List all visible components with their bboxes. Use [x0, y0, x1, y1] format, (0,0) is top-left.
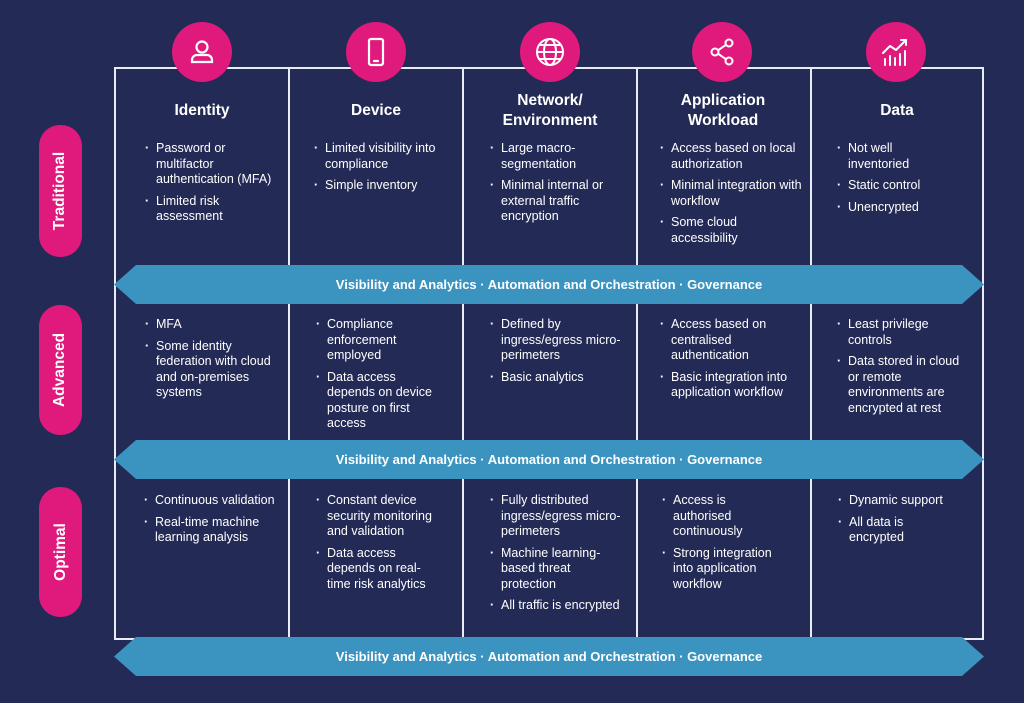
- list-item: Basic analytics: [490, 370, 626, 386]
- list-item: Data access depends on device posture on…: [316, 370, 440, 432]
- list-item: Continuous validation: [144, 493, 280, 509]
- list-item: Fully distributed ingress/egress micro-p…: [490, 493, 626, 540]
- list-item: Simple inventory: [314, 178, 454, 194]
- share-icon: [692, 22, 752, 82]
- column-title-application: Application Workload: [680, 92, 766, 129]
- list-item: Minimal integration with workflow: [660, 178, 802, 209]
- list-item: Real-time machine learning analysis: [144, 515, 280, 546]
- list-item: Large macro-segmentation: [490, 141, 626, 172]
- list-item: Access based on local authorization: [660, 141, 802, 172]
- list-item: Defined by ingress/egress micro-perimete…: [490, 317, 626, 364]
- list-item: Password or multifactor authentication (…: [145, 141, 277, 188]
- capabilities-band-3: Visibility and Analytics · Automation an…: [114, 637, 984, 676]
- column-title-identity: Identity: [174, 102, 230, 119]
- grid-vline-2: [462, 67, 464, 640]
- list-item: Compliance enforcement employed: [316, 317, 440, 364]
- row-label-traditional: Traditional: [39, 125, 82, 257]
- column-title-data: Data: [880, 102, 914, 119]
- list-item: Access based on centralised authenticati…: [660, 317, 802, 364]
- user-icon: [172, 22, 232, 82]
- list-item: Minimal internal or external traffic enc…: [490, 178, 626, 225]
- list-item: Access is authorised continuously: [662, 493, 786, 540]
- cell-optimal-application: Access is authorised continuously Strong…: [662, 493, 786, 598]
- list-item: Not well inventoried: [837, 141, 957, 172]
- cell-advanced-application: Access based on centralised authenticati…: [660, 317, 802, 407]
- list-item: Some identity federation with cloud and …: [145, 339, 277, 401]
- cell-advanced-identity: MFA Some identity federation with cloud …: [145, 317, 277, 407]
- globe-icon: [520, 22, 580, 82]
- list-item: All traffic is encrypted: [490, 598, 626, 614]
- column-title-device: Device: [351, 102, 401, 119]
- cell-traditional-device: Limited visibility into compliance Simpl…: [314, 141, 454, 200]
- list-item: Strong integration into application work…: [662, 546, 786, 593]
- capabilities-band-text: Visibility and Analytics · Automation an…: [335, 277, 763, 292]
- capabilities-band-2: Visibility and Analytics · Automation an…: [114, 440, 984, 479]
- list-item: Least privilege controls: [837, 317, 965, 348]
- cell-advanced-device: Compliance enforcement employed Data acc…: [316, 317, 440, 438]
- cell-traditional-identity: Password or multifactor authentication (…: [145, 141, 277, 231]
- grid-vline-5: [982, 67, 984, 640]
- cell-optimal-data: Dynamic support All data is encrypted: [838, 493, 948, 552]
- capabilities-band-text: Visibility and Analytics · Automation an…: [335, 649, 763, 664]
- cell-traditional-application: Access based on local authorization Mini…: [660, 141, 802, 252]
- list-item: MFA: [145, 317, 277, 333]
- grid-vline-4: [810, 67, 812, 640]
- list-item: Limited visibility into compliance: [314, 141, 454, 172]
- row-label-optimal: Optimal: [39, 487, 82, 617]
- grid-vline-1: [288, 67, 290, 640]
- list-item: Basic integration into application workf…: [660, 370, 802, 401]
- list-item: Unencrypted: [837, 200, 957, 216]
- list-item: Data access depends on real-time risk an…: [316, 546, 444, 593]
- list-item: Dynamic support: [838, 493, 948, 509]
- cell-optimal-device: Constant device security monitoring and …: [316, 493, 444, 598]
- capabilities-band-1: Visibility and Analytics · Automation an…: [114, 265, 984, 304]
- smartphone-icon: [346, 22, 406, 82]
- column-title-network: Network/ Environment: [502, 92, 598, 129]
- cell-optimal-identity: Continuous validation Real-time machine …: [144, 493, 280, 552]
- list-item: Static control: [837, 178, 957, 194]
- cell-traditional-network: Large macro-segmentation Minimal interna…: [490, 141, 626, 231]
- list-item: Limited risk assessment: [145, 194, 277, 225]
- cell-advanced-data: Least privilege controls Data stored in …: [837, 317, 965, 422]
- list-item: Machine learning-based threat protection: [490, 546, 626, 593]
- cell-optimal-network: Fully distributed ingress/egress micro-p…: [490, 493, 626, 620]
- grid-vline-3: [636, 67, 638, 640]
- grid-vline-0: [114, 67, 116, 640]
- chart-icon: [866, 22, 926, 82]
- list-item: Data stored in cloud or remote environme…: [837, 354, 965, 416]
- list-item: Constant device security monitoring and …: [316, 493, 444, 540]
- list-item: Some cloud accessibility: [660, 215, 802, 246]
- cell-traditional-data: Not well inventoried Static control Unen…: [837, 141, 957, 221]
- capabilities-band-text: Visibility and Analytics · Automation an…: [335, 452, 763, 467]
- cell-advanced-network: Defined by ingress/egress micro-perimete…: [490, 317, 626, 391]
- list-item: All data is encrypted: [838, 515, 948, 546]
- row-label-advanced: Advanced: [39, 305, 82, 435]
